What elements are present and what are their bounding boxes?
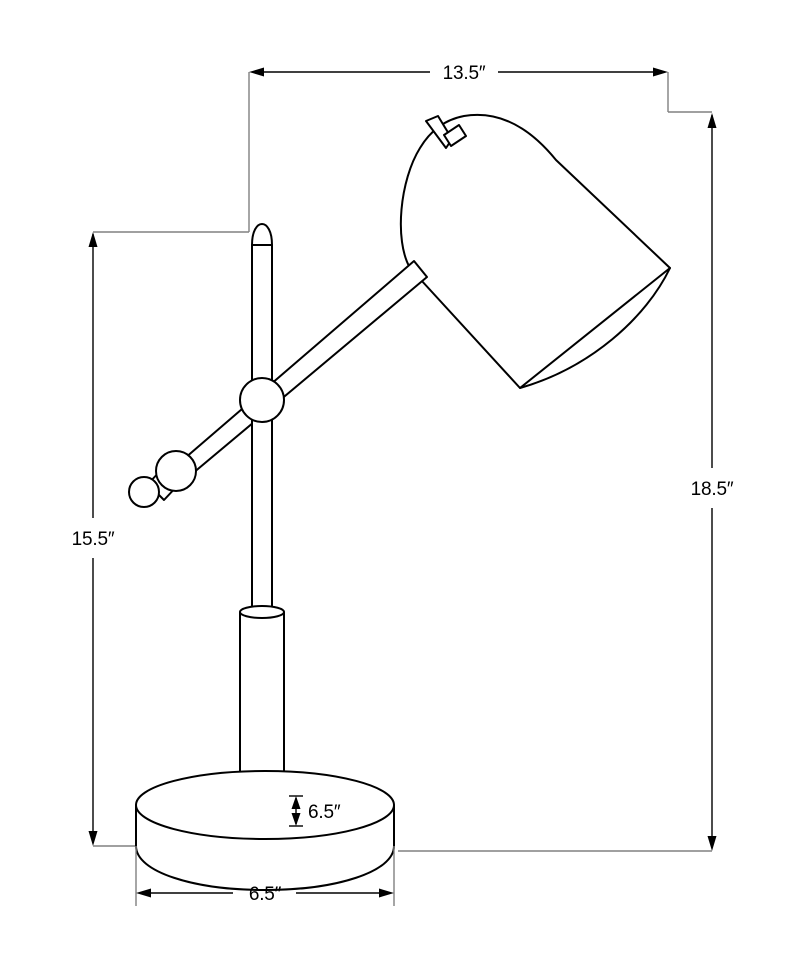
arrow-head-base-height-top	[291, 796, 301, 809]
dimension-base-height: 6.5″	[289, 795, 341, 827]
dimension-height-right: 18.5″	[398, 113, 734, 852]
arrow-head-base-diam-right	[379, 888, 394, 898]
arrow-head-base-height-bottom	[291, 813, 301, 826]
vertical-pole-assembly	[239, 223, 285, 815]
diagonal-support-arm	[162, 260, 428, 485]
arrow-head-bottom-right-vert	[707, 836, 717, 851]
pole-top-cap	[251, 223, 273, 246]
vertical-pole-shaft	[251, 244, 273, 613]
arm-body	[162, 260, 428, 485]
shade-adjust-knob	[425, 115, 467, 149]
pivot-joint-circle	[239, 377, 285, 423]
arrow-head-base-diam-left	[136, 888, 151, 898]
dimension-label-height-left: 15.5″	[72, 529, 115, 550]
dimension-label-base-height: 6.5″	[308, 802, 341, 823]
counterweight-large-ball	[155, 450, 197, 492]
pole-sleeve-top-ellipse	[239, 605, 285, 619]
counterweight-small-ball	[128, 476, 160, 508]
shade-body-outline	[399, 113, 671, 389]
knob-head	[443, 124, 467, 147]
circular-base-disc	[135, 770, 395, 891]
dimension-label-height-right: 18.5″	[691, 479, 734, 500]
dimension-height-left: 15.5″	[72, 231, 249, 847]
counterweight-assembly	[128, 450, 197, 508]
base-top-ellipse	[135, 770, 395, 840]
arrow-head-bottom-left-vert	[88, 831, 98, 846]
arrow-head-left-top	[249, 67, 264, 77]
lamp-shade-dome	[399, 113, 671, 389]
arrow-head-top-right-vert	[707, 113, 717, 128]
shade-opening-edge	[519, 267, 671, 389]
dimension-width-top: 13.5″	[248, 63, 712, 232]
arrow-head-right-top	[653, 67, 668, 77]
dimension-label-base-diameter: 6.5″	[249, 884, 282, 905]
dimension-base-diameter: 6.5″	[135, 846, 395, 906]
dimension-label-width-top: 13.5″	[443, 63, 486, 84]
arrow-head-top-left-vert	[88, 232, 98, 247]
